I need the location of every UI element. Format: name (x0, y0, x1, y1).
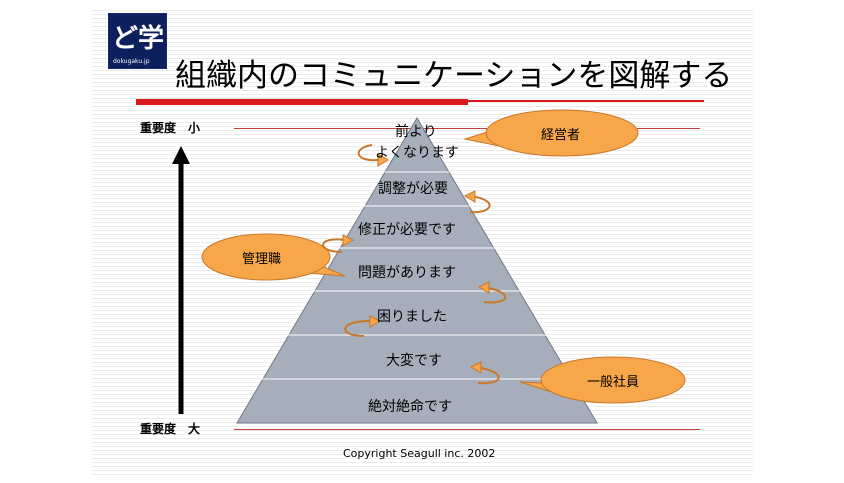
bubble-employees-label: 一般社員 (587, 375, 640, 390)
comm-arrowhead-icon (377, 153, 389, 167)
title-underline-thin (468, 100, 704, 102)
level-1-line-2: よくなります (375, 145, 459, 161)
level-7-text: 絶対絶命です (368, 399, 452, 415)
comm-arrowhead-icon (463, 190, 476, 203)
level-6-text: 大変です (386, 353, 442, 369)
bubble-management-label: 経営者 (541, 128, 581, 143)
comm-arrow-icon (322, 238, 345, 253)
comm-arrow-icon (482, 286, 507, 304)
bubble-employees (519, 356, 686, 404)
comm-arrow-icon (357, 144, 379, 162)
level-5-text: 困りました (377, 309, 447, 325)
comm-arrowhead-icon (342, 234, 355, 247)
level-3-text: 修正が必要です (358, 222, 456, 238)
comm-arrowhead-icon (469, 361, 482, 374)
importance-bottom-label: 重要度 大 (140, 422, 201, 436)
level-1-line-1: 前より (395, 124, 437, 140)
slide-title: 組織内のコミュニケーションを図解する (175, 58, 733, 94)
copyright-text: Copyright Seagull inc. 2002 (343, 447, 496, 460)
comm-arrowhead-icon (477, 281, 490, 294)
logo-main: ど学 (112, 23, 164, 54)
logo-sub: dokugaku.jp (113, 58, 150, 65)
importance-arrowhead (172, 146, 190, 164)
level-4-text: 問題があります (358, 265, 456, 281)
logo-mark: ど学 dokugaku.jp (112, 23, 164, 65)
importance-line-bottom (234, 429, 700, 430)
comm-arrow-icon (475, 366, 500, 385)
logo: ど学 dokugaku.jp (108, 13, 167, 69)
level-2-text: 調整が必要 (378, 181, 448, 197)
importance-line-top (234, 128, 700, 129)
bubble-managers (201, 233, 346, 281)
bubble-management (463, 109, 639, 157)
title-underline-thick (136, 99, 468, 105)
comm-arrow-icon (469, 195, 491, 214)
comm-arrow-icon (344, 319, 372, 337)
bubble-managers-label: 管理職 (242, 252, 282, 267)
communication-arrows (322, 144, 507, 385)
comm-arrowhead-icon (369, 315, 382, 328)
importance-top-label: 重要度 小 (140, 121, 201, 135)
